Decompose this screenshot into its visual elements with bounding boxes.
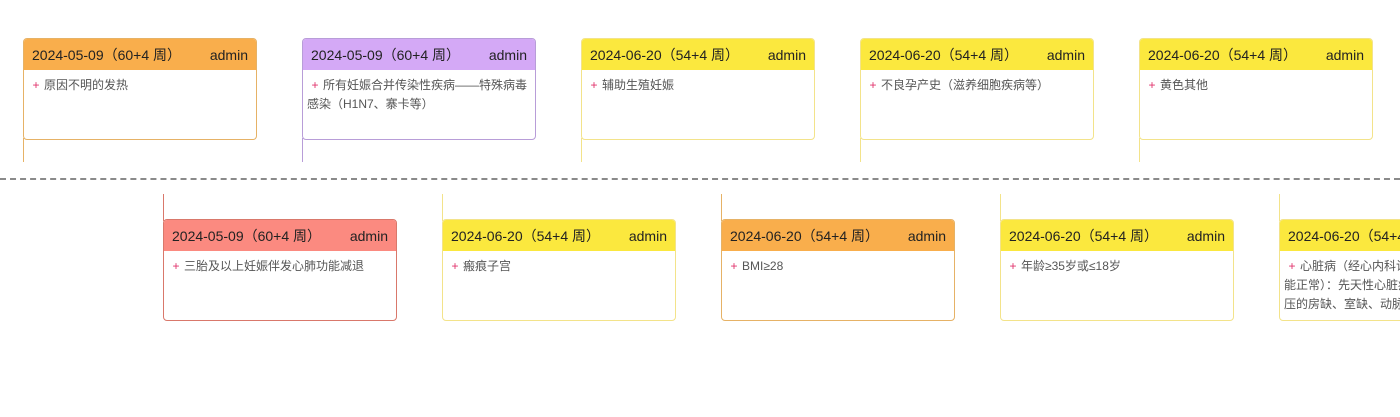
timeline-connector	[860, 138, 861, 162]
plus-icon[interactable]: +	[869, 78, 877, 92]
risk-factor-text: 瘢痕子宫	[463, 259, 512, 273]
timeline-card[interactable]: 2024-06-20（54+4 周） admin + 年龄≥35岁或≤18岁	[1000, 219, 1234, 321]
card-header: 2024-05-09（60+4 周） admin	[24, 39, 256, 70]
record-date: 2024-05-09（60+4 周）	[32, 46, 182, 63]
record-user: admin	[349, 227, 388, 244]
record-user: admin	[209, 46, 248, 63]
timeline-card[interactable]: 2024-06-20（54+4 周） admin + 辅助生殖妊娠	[581, 38, 815, 140]
risk-factor-text: BMI≥28	[742, 259, 784, 273]
card-body: + 辅助生殖妊娠	[582, 70, 814, 95]
card-header: 2024-06-20（54+4 周） admin	[722, 220, 954, 251]
card-body: + 黄色其他	[1140, 70, 1372, 95]
record-user: admin	[767, 46, 806, 63]
timeline-connector	[721, 194, 722, 221]
plus-icon[interactable]: +	[451, 259, 459, 273]
plus-icon[interactable]: +	[1288, 259, 1296, 273]
record-date: 2024-05-09（60+4 周）	[172, 227, 322, 244]
risk-factor-text: 所有妊娠合并传染性疾病——特殊病毒感染（H1N7、寨卡等）	[307, 78, 528, 111]
timeline-connector	[23, 138, 24, 162]
record-date: 2024-06-20（54+4 周）	[451, 227, 601, 244]
plus-icon[interactable]: +	[32, 78, 40, 92]
plus-icon[interactable]: +	[311, 78, 319, 92]
timeline-connector	[581, 138, 582, 162]
timeline-card[interactable]: 2024-05-09（60+4 周） admin + 原因不明的发热	[23, 38, 257, 140]
timeline-card[interactable]: 2024-06-20（54+4 周） admin + BMI≥28	[721, 219, 955, 321]
card-header: 2024-06-20（54+4 周） admin	[582, 39, 814, 70]
timeline-connector	[1279, 194, 1280, 221]
record-date: 2024-05-09（60+4 周）	[311, 46, 461, 63]
risk-factor-text: 黄色其他	[1160, 78, 1209, 92]
record-user: admin	[1046, 46, 1085, 63]
risk-factor-text: 不良孕产史（滋养细胞疾病等）	[881, 78, 1050, 92]
risk-factor-text: 心脏病（经心内科诊治无需手术、心功能正常）：先天性心脏病（不伴有肺动脉高压的房缺…	[1284, 259, 1400, 311]
plus-icon[interactable]: +	[730, 259, 738, 273]
card-body: + 瘢痕子宫	[443, 251, 675, 276]
plus-icon[interactable]: +	[1148, 78, 1156, 92]
card-header: 2024-05-09（60+4 周） admin	[164, 220, 396, 251]
card-body: + 不良孕产史（滋养细胞疾病等）	[861, 70, 1093, 95]
record-date: 2024-06-20（54+4 周）	[730, 227, 880, 244]
record-user: admin	[628, 227, 667, 244]
card-body: + 年龄≥35岁或≤18岁	[1001, 251, 1233, 276]
record-user: admin	[907, 227, 946, 244]
card-body: + 三胎及以上妊娠伴发心肺功能减退	[164, 251, 396, 276]
card-header: 2024-06-20（54+4 周） admin	[861, 39, 1093, 70]
timeline-connector	[1139, 138, 1140, 162]
record-date: 2024-06-20（54+4 周）	[1009, 227, 1159, 244]
card-body: + 原因不明的发热	[24, 70, 256, 95]
timeline-card[interactable]: 2024-06-20（54+4 周） admin + 黄色其他	[1139, 38, 1373, 140]
card-header: 2024-06-20（54+4 周） admin	[443, 220, 675, 251]
card-body: +心脏病（经心内科诊治无需手术、心功能正常）：先天性心脏病（不伴有肺动脉高压的房…	[1280, 251, 1400, 314]
timeline-card[interactable]: 2024-06-20（54+4 周） admin + 不良孕产史（滋养细胞疾病等）	[860, 38, 1094, 140]
record-date: 2024-06-20（54+4 周）	[869, 46, 1019, 63]
risk-factor-text: 原因不明的发热	[44, 78, 129, 92]
record-date: 2024-06-20（54+4 周）	[1288, 227, 1400, 244]
timeline-connector	[442, 194, 443, 221]
record-user: admin	[1186, 227, 1225, 244]
card-body: +所有妊娠合并传染性疾病——特殊病毒感染（H1N7、寨卡等）	[303, 70, 535, 114]
record-date: 2024-06-20（54+4 周）	[1148, 46, 1298, 63]
timeline-card[interactable]: 2024-05-09（60+4 周） admin +所有妊娠合并传染性疾病——特殊病…	[302, 38, 536, 140]
risk-factor-text: 三胎及以上妊娠伴发心肺功能减退	[184, 259, 365, 273]
card-body: + BMI≥28	[722, 251, 954, 276]
timeline-connector	[163, 194, 164, 221]
timeline-connector	[1000, 194, 1001, 221]
plus-icon[interactable]: +	[590, 78, 598, 92]
card-header: 2024-06-20（54+4 周） admin	[1001, 220, 1233, 251]
plus-icon[interactable]: +	[1009, 259, 1017, 273]
risk-factor-text: 年龄≥35岁或≤18岁	[1021, 259, 1121, 273]
timeline-card[interactable]: 2024-05-09（60+4 周） admin + 三胎及以上妊娠伴发心肺功能减退	[163, 219, 397, 321]
timeline-card[interactable]: 2024-06-20（54+4 周） admin + 瘢痕子宫	[442, 219, 676, 321]
card-header: 2024-06-20（54+4 周）admin	[1280, 220, 1400, 251]
plus-icon[interactable]: +	[172, 259, 180, 273]
timeline-axis	[0, 178, 1400, 180]
record-date: 2024-06-20（54+4 周）	[590, 46, 740, 63]
card-header: 2024-06-20（54+4 周） admin	[1140, 39, 1372, 70]
card-header: 2024-05-09（60+4 周） admin	[303, 39, 535, 70]
record-user: admin	[488, 46, 527, 63]
timeline-card[interactable]: 2024-06-20（54+4 周）admin+心脏病（经心内科诊治无需手术、心…	[1279, 219, 1400, 321]
timeline-connector	[302, 138, 303, 162]
record-user: admin	[1325, 46, 1364, 63]
risk-factor-text: 辅助生殖妊娠	[602, 78, 675, 92]
